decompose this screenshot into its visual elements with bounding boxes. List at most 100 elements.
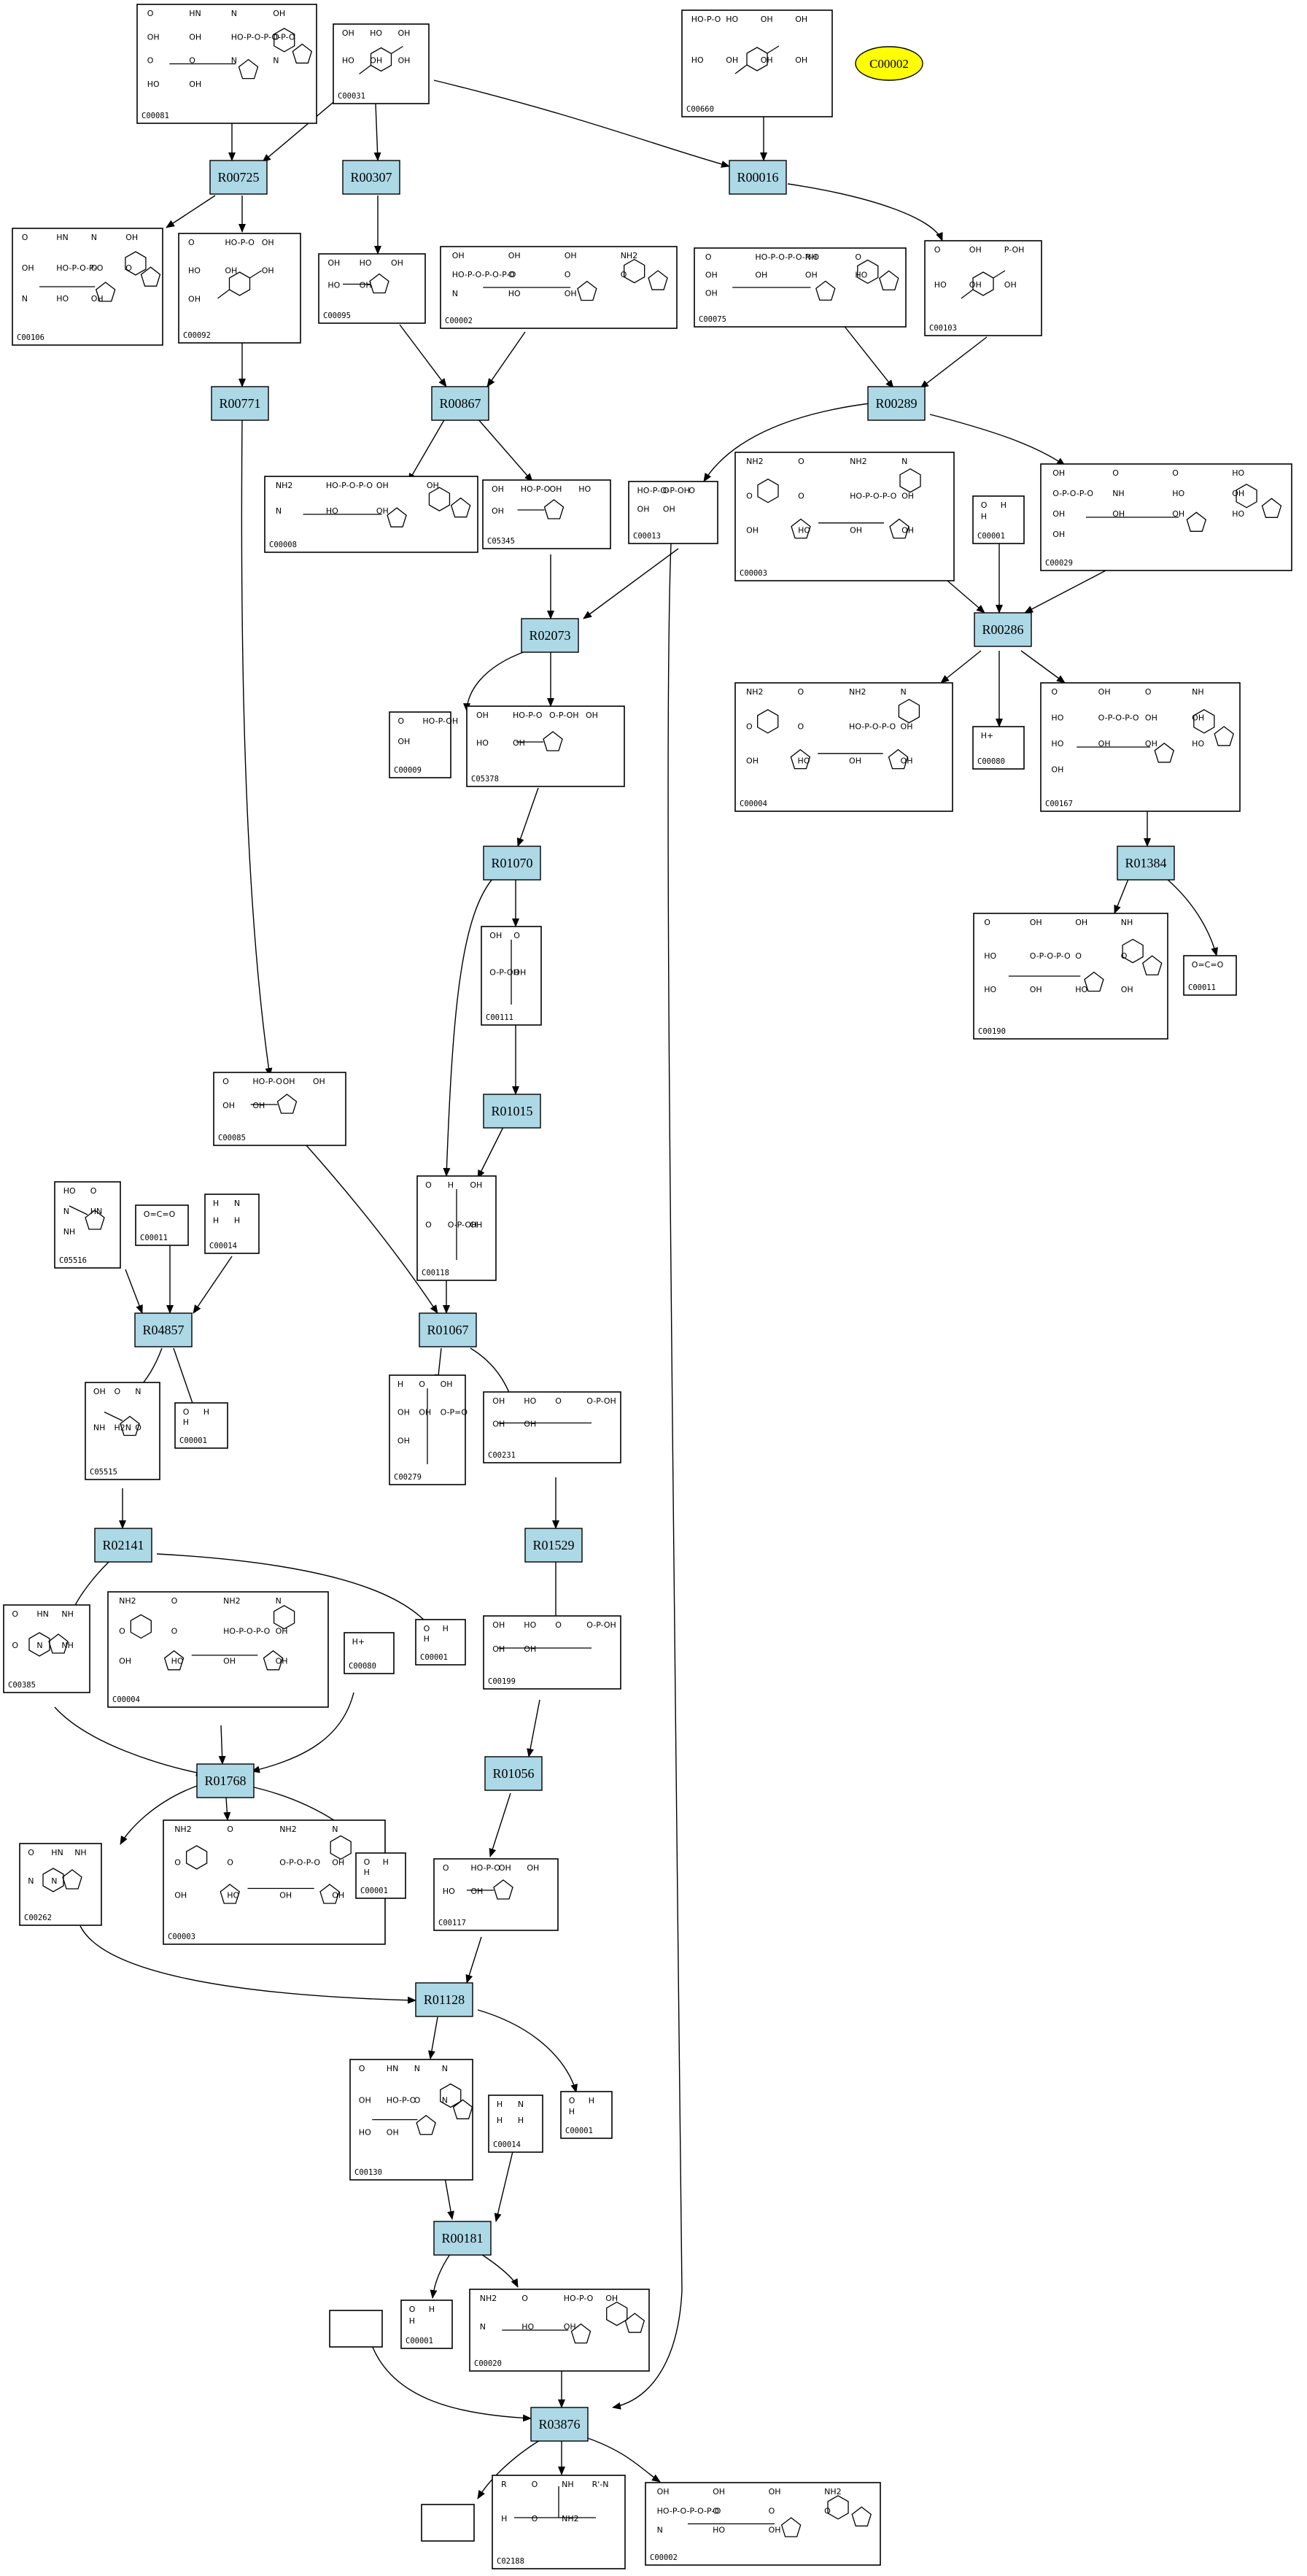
atom-label: HO [726, 15, 738, 24]
atom-label: O [443, 1863, 449, 1873]
reaction-node-r04857[interactable]: R04857 [134, 1312, 193, 1347]
empty-compound-box[interactable] [421, 2504, 475, 2542]
reaction-node-r00181[interactable]: R00181 [433, 2221, 492, 2256]
atom-label: H [183, 1417, 189, 1427]
reaction-node-r01070[interactable]: R01070 [483, 846, 541, 881]
edge [940, 650, 982, 684]
atom-label: O [90, 1186, 97, 1196]
atom-label: HO [524, 1620, 536, 1630]
atom-label: OH [795, 15, 807, 24]
atom-label: O-P-O-P-O [1052, 489, 1093, 498]
compound-id-label: C00003 [740, 569, 767, 578]
reaction-node-r01128[interactable]: R01128 [415, 1982, 473, 2017]
atom-label: H2N [115, 1423, 132, 1433]
compound-node-c00080[interactable]: H+C00080 [972, 726, 1025, 770]
edge [156, 1553, 438, 1639]
reaction-node-r00016[interactable]: R00016 [729, 160, 787, 195]
empty-compound-box[interactable] [329, 2310, 383, 2348]
reaction-label: R01067 [427, 1323, 468, 1337]
reaction-node-r00725[interactable]: R00725 [209, 160, 268, 195]
compound-id-label: C00385 [8, 1681, 36, 1690]
reaction-node-r00307[interactable]: R00307 [342, 160, 400, 195]
reaction-node-r02073[interactable]: R02073 [521, 618, 579, 653]
highlight-compound-oval[interactable]: C00002 [855, 46, 923, 81]
compound-node-c00080[interactable]: H+C00080 [344, 1632, 395, 1674]
atom-label: NH [61, 1609, 74, 1619]
reaction-label: R01015 [491, 1104, 532, 1118]
reaction-node-r01384[interactable]: R01384 [1117, 846, 1175, 881]
atom-label: H [569, 2107, 575, 2116]
atom-label: HO-P-O [387, 2096, 416, 2105]
reaction-node-r01529[interactable]: R01529 [524, 1528, 583, 1563]
reaction-node-r00286[interactable]: R00286 [974, 612, 1032, 647]
atom-label: O [1121, 951, 1128, 961]
reaction-node-r01768[interactable]: R01768 [196, 1763, 255, 1798]
reaction-node-r02141[interactable]: R02141 [94, 1528, 152, 1563]
reaction-node-r03876[interactable]: R03876 [530, 2407, 589, 2442]
reaction-node-r00771[interactable]: R00771 [211, 386, 269, 421]
atom-label: OH [376, 481, 389, 490]
atom-label: OH [1030, 918, 1042, 927]
reaction-node-r00289[interactable]: R00289 [867, 386, 926, 421]
edge [463, 651, 526, 712]
atom-label: HO-P-O [225, 238, 255, 247]
atom-label: N [231, 56, 237, 66]
reaction-node-r01056[interactable]: R01056 [484, 1756, 543, 1791]
compound-id-label: C00013 [633, 532, 661, 541]
reaction-node-r01067[interactable]: R01067 [419, 1312, 477, 1347]
atom-label: N [135, 1387, 141, 1396]
edge [443, 878, 493, 1177]
atom-label: OH [1052, 509, 1065, 519]
atom-label: O [1075, 951, 1082, 961]
reaction-node-r00867[interactable]: R00867 [431, 386, 489, 421]
edge [399, 324, 447, 387]
reaction-node-r01015[interactable]: R01015 [483, 1094, 541, 1129]
